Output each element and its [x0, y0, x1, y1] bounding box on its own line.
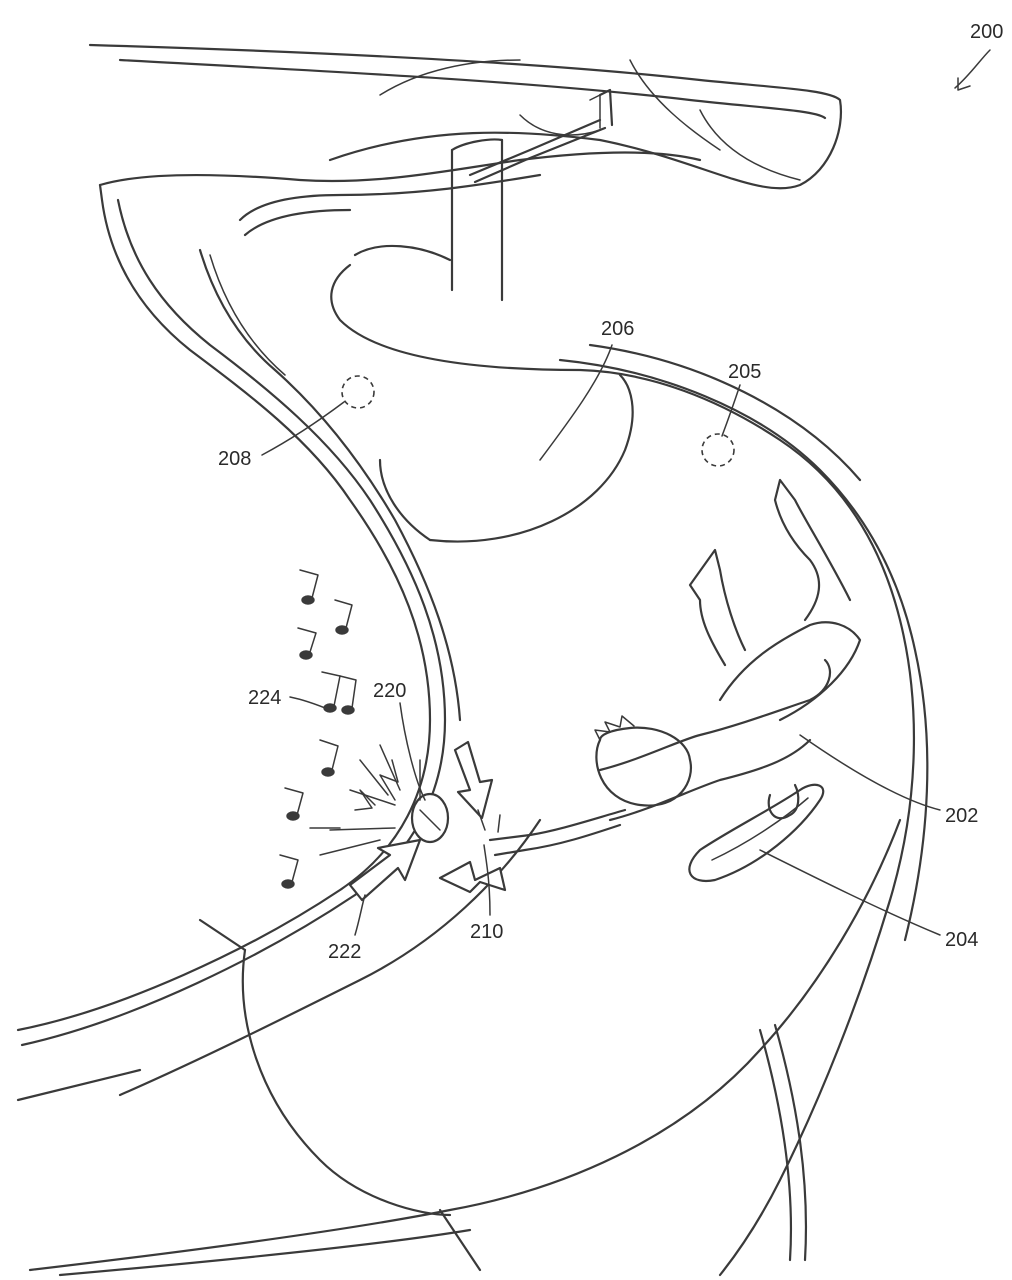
main-slide-channel: [16, 151, 929, 1277]
music-note: [284, 787, 304, 821]
sensor-spot-208-circle: [341, 375, 375, 409]
target-spot-205-circle: [701, 433, 735, 467]
label-220: 220: [373, 680, 406, 702]
slide-tube-206: [378, 373, 634, 543]
music-note: [279, 854, 299, 889]
leader-200: [954, 49, 991, 89]
music-note: [319, 739, 339, 777]
music-note: [321, 671, 357, 715]
leader-210: [483, 844, 491, 916]
label-200: 200: [970, 21, 1003, 43]
effect-arrow-lower: [348, 838, 422, 902]
leader-208: [261, 401, 345, 456]
leader-220: [399, 702, 426, 801]
effect-arrow-upper: [453, 740, 494, 820]
leader-205: [721, 384, 741, 437]
reference-labels: 200 206 205 208 224 220 222 210 202 204: [218, 21, 1003, 963]
label-202: 202: [945, 805, 978, 827]
leader-204: [759, 849, 941, 936]
label-205: 205: [728, 361, 761, 383]
support-column: [450, 88, 614, 302]
music-note: [297, 627, 317, 660]
label-204: 204: [945, 929, 978, 951]
dashed-targets: [341, 375, 735, 467]
impact-object-220: [410, 792, 450, 844]
music-note: [299, 569, 319, 605]
leader-224: [289, 696, 331, 711]
label-208: 208: [218, 448, 251, 470]
leader-lines: [261, 49, 991, 936]
leader-202: [799, 734, 941, 811]
label-206: 206: [601, 318, 634, 340]
leader-222: [354, 894, 366, 936]
mat-204: [688, 783, 825, 883]
upper-slide-section: [88, 43, 842, 190]
label-222: 222: [328, 941, 361, 963]
label-210: 210: [470, 921, 503, 943]
leader-206: [539, 344, 613, 461]
label-224: 224: [248, 687, 281, 709]
rider-202: [488, 478, 862, 883]
music-note: [334, 599, 353, 635]
music-notes-224: [279, 569, 357, 889]
impact-effect: [309, 740, 507, 902]
effect-starburst-210: [438, 860, 507, 894]
